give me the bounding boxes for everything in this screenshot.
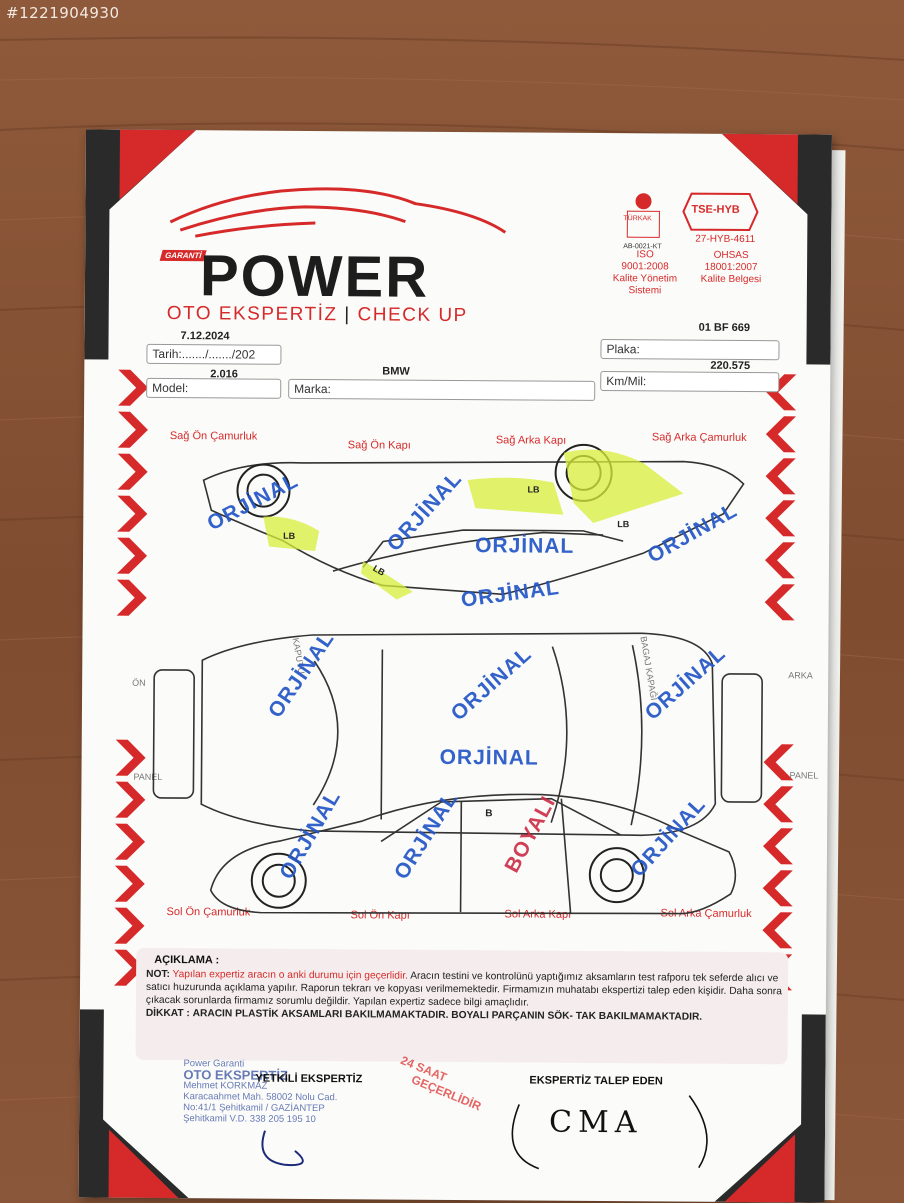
turkak-logo-icon (626, 193, 660, 238)
subtitle-right: CHECK UP (357, 304, 468, 327)
km-field: Km/Mil: (600, 370, 780, 393)
mark-lb-3: LB (617, 519, 630, 530)
highlight-right-front-fender (263, 516, 320, 552)
not-label: NOT: (146, 968, 170, 981)
company-stamp: Power Garanti OTO EKSPERTİZ Mehmet KORKM… (183, 1058, 338, 1125)
disclaimer-note: NOT: Yapılan expertiz aracın o anki duru… (146, 968, 786, 1024)
model-field: Model: (146, 377, 282, 399)
dikkat-text: ARACIN PLASTİK AKSAMLARI BAKILMAMAKTADIR… (192, 1008, 703, 1023)
top-view-car-outline (200, 632, 717, 837)
ohsas-line1: OHSAS (713, 249, 749, 262)
tse-logo-icon (682, 192, 759, 232)
mark-lb-2: LB (527, 484, 540, 495)
ohsas-cert: OHSAS 18001:2007 Kalite Belgesi (691, 250, 771, 287)
talep-signature-oval-icon (511, 1095, 708, 1170)
aciklama-label: AÇIKLAMA : (154, 953, 220, 967)
mark-lb-1: LB (283, 530, 296, 541)
yetkili-label: YETKİLİ EKSPERTİZ (255, 1072, 363, 1086)
iso-line3: Kalite Yönetim (612, 273, 678, 285)
iso-cert: ISO 9001:2008 Kalite Yönetim Sistemi (607, 249, 683, 298)
talep-signature: CMA (548, 1104, 643, 1141)
dikkat-label: DİKKAT : (145, 1007, 190, 1020)
report-frame (78, 129, 832, 1203)
plate-value: 01 BF 669 (698, 321, 751, 335)
stamp-orjinal-9: ORJİNAL (439, 745, 539, 770)
turkak-label: TÜRKAK (623, 215, 652, 223)
ohsas-line3: Kalite Belgesi (700, 273, 762, 286)
mark-b: B (485, 808, 493, 820)
stamp-orjinal-3: ORJİNAL (475, 534, 575, 558)
brand-subtitle: OTO EKSPERTİZ | CHECK UP (167, 303, 468, 327)
yetkili-signature-icon (261, 1130, 304, 1167)
km-value: 220.575 (710, 359, 751, 373)
subtitle-separator: | (344, 304, 351, 326)
highlight-right-rear-fender (563, 449, 684, 523)
highlight-right-rocker (360, 561, 413, 600)
tse-code: 27-HYB-4611 (695, 233, 756, 246)
inspection-report-sheet: GARANTİ POWER OTO EKSPERTİZ | CHECK UP T… (78, 129, 832, 1203)
brand-value: BMW (382, 365, 410, 378)
date-field: Tarih:......./......./202 (146, 343, 282, 365)
iso-line1: ISO (636, 249, 654, 261)
date-value: 7.12.2024 (180, 330, 230, 343)
subtitle-left: OTO EKSPERTİZ (166, 302, 338, 326)
highlight-right-rear-door (467, 477, 564, 515)
brand-logo: POWER (199, 243, 430, 310)
ohsas-line2: 18001:2007 (704, 261, 758, 274)
left-side-car-outline (209, 793, 737, 915)
car-diagram (152, 443, 763, 915)
iso-line2: 9001:2008 (621, 261, 669, 273)
iso-line4: Sistemi (628, 285, 662, 297)
plate-field: Plaka: (600, 338, 780, 361)
image-id-watermark: #1221904930 (6, 4, 120, 22)
tse-label: TSE-HYB (691, 203, 740, 216)
not-red-text: Yapılan expertiz aracın o anki durumu iç… (172, 969, 408, 982)
brand-field: Marka: (288, 378, 596, 401)
